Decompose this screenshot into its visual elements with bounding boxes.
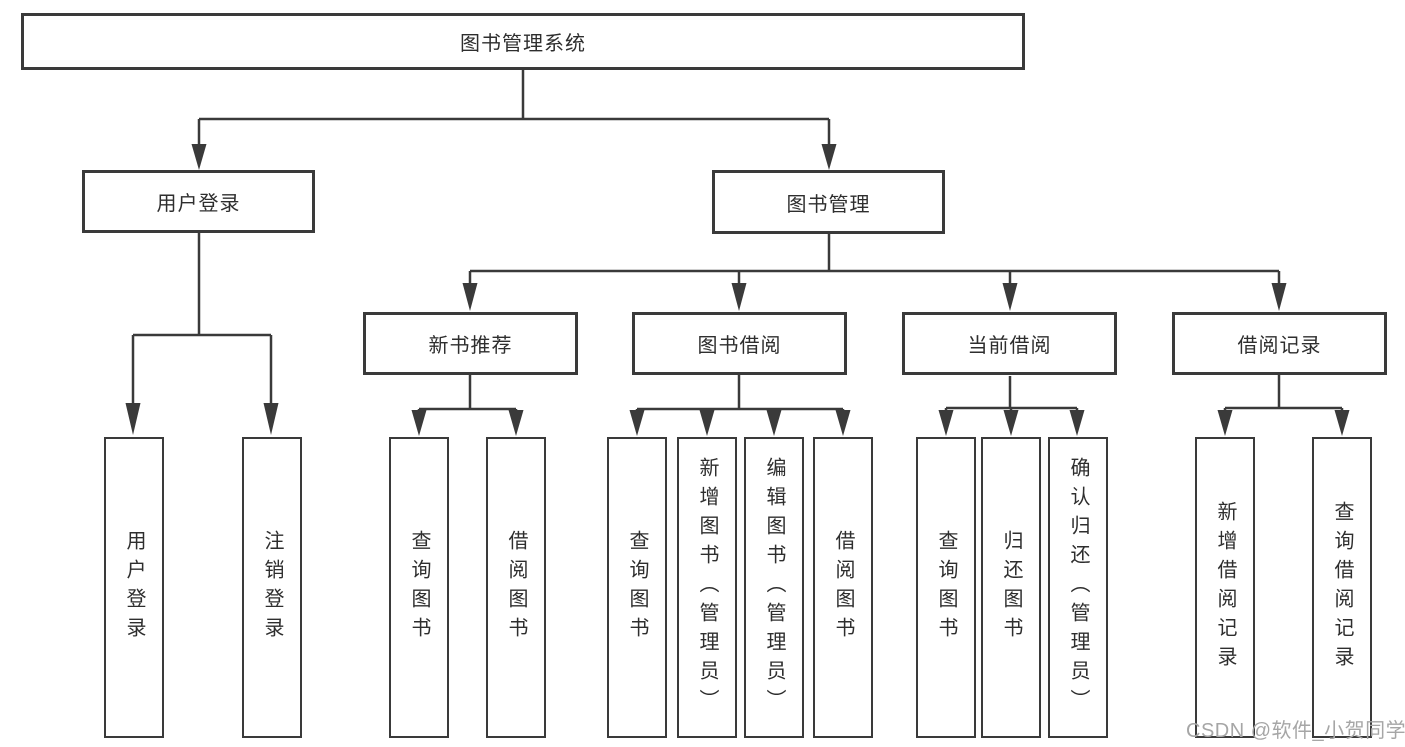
node-label: 新增图书（管理员） (696, 457, 718, 718)
arrow-down-icon (835, 410, 851, 436)
connector-newbook-to-leaves (417, 375, 518, 414)
connector-currentborrow-to-leaves (944, 376, 1079, 414)
arrow-down-icon (411, 410, 427, 436)
node-book-management: 图书管理 (712, 170, 945, 234)
arrow-down-icon (1217, 410, 1233, 436)
node-label: 当前借阅 (967, 335, 1052, 357)
node-label: 编辑图书（管理员） (763, 457, 785, 718)
node-label: 新书推荐 (428, 335, 513, 357)
connector-root-to-level2 (197, 70, 831, 147)
node-leaf-borrow-books: 借阅图书 (813, 437, 873, 738)
node-leaf-user-login: 用户登录 (104, 437, 164, 738)
node-leaf-confirm-return-admin: 确认归还（管理员） (1048, 437, 1108, 738)
arrow-down-icon (938, 410, 954, 436)
arrow-down-icon (1069, 410, 1085, 436)
node-borrow-records: 借阅记录 (1172, 312, 1387, 375)
node-leaf-edit-books-admin: 编辑图书（管理员） (744, 437, 804, 738)
node-label: 归还图书 (1000, 529, 1022, 646)
node-label: 查询图书 (626, 529, 648, 646)
node-leaf-query-books: 查询图书 (389, 437, 449, 738)
node-label: 借阅图书 (832, 529, 854, 646)
node-label: 图书管理系统 (460, 33, 586, 55)
node-label: 注销登录 (261, 529, 283, 646)
node-label: 新增借阅记录 (1214, 500, 1236, 675)
connector-bookborrow-to-leaves (635, 375, 845, 414)
node-leaf-query-borrow-record: 查询借阅记录 (1312, 437, 1372, 738)
node-label: 图书管理 (786, 193, 871, 216)
arrow-down-icon (1334, 410, 1350, 436)
node-leaf-add-borrow-record: 新增借阅记录 (1195, 437, 1255, 738)
node-label: 查询借阅记录 (1331, 500, 1353, 675)
arrow-down-icon (1003, 410, 1019, 436)
arrow-down-icon (766, 410, 782, 436)
node-leaf-add-books-admin: 新增图书（管理员） (677, 437, 737, 738)
node-label: 查询图书 (408, 529, 430, 646)
connector-bookmgmt-to-level3 (468, 234, 1281, 285)
node-label: 图书借阅 (697, 335, 782, 357)
node-leaf-query-books: 查询图书 (916, 437, 976, 738)
node-current-borrow: 当前借阅 (902, 312, 1117, 375)
node-label: 借阅图书 (505, 529, 527, 646)
node-label: 确认归还（管理员） (1067, 457, 1089, 718)
arrow-down-icon (1271, 283, 1287, 311)
arrow-down-icon (731, 283, 747, 311)
node-label: 借阅记录 (1237, 335, 1322, 357)
node-label: 用户登录 (156, 193, 241, 215)
node-new-book-recommend: 新书推荐 (363, 312, 578, 375)
arrow-down-icon (263, 403, 279, 435)
arrowheads (125, 144, 1350, 436)
node-user-login: 用户登录 (82, 170, 315, 233)
node-library-management-system: 图书管理系统 (21, 13, 1025, 70)
arrow-down-icon (191, 144, 207, 170)
node-label: 查询图书 (935, 529, 957, 646)
arrow-down-icon (462, 283, 478, 311)
node-leaf-logout: 注销登录 (242, 437, 302, 738)
node-book-borrow: 图书借阅 (632, 312, 847, 375)
node-leaf-borrow-books: 借阅图书 (486, 437, 546, 738)
csdn-watermark: CSDN @软件_小贺同学 (1186, 720, 1405, 742)
node-label: 用户登录 (123, 529, 145, 646)
arrow-down-icon (821, 144, 837, 170)
connector-userlogin-to-leaves (131, 233, 273, 405)
connector-borrowrecords-to-leaves (1223, 375, 1344, 414)
arrow-down-icon (629, 410, 645, 436)
node-leaf-return-books: 归还图书 (981, 437, 1041, 738)
arrow-down-icon (1002, 283, 1018, 311)
arrow-down-icon (125, 403, 141, 435)
arrow-down-icon (508, 410, 524, 436)
arrow-down-icon (699, 410, 715, 436)
connector-lines (131, 70, 1344, 414)
node-leaf-query-books: 查询图书 (607, 437, 667, 738)
